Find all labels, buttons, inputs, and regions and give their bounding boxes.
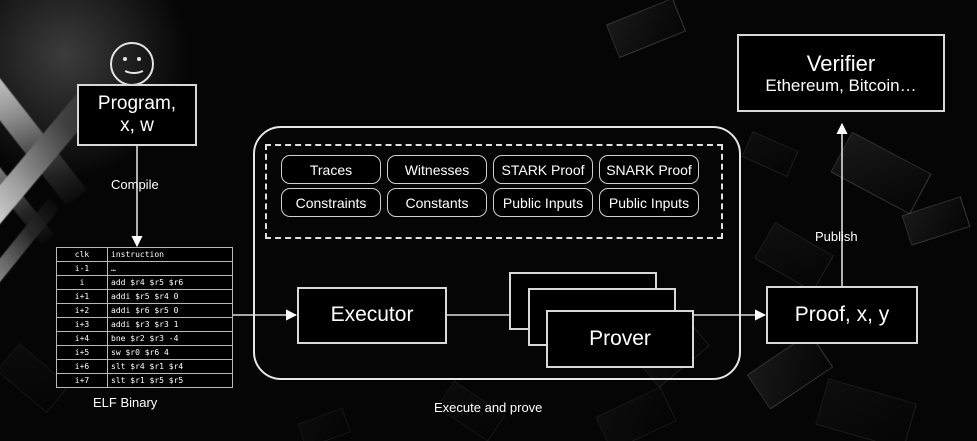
program-subtitle: x, w <box>120 115 154 136</box>
background-shard <box>901 196 971 246</box>
executor-node[interactable]: Executor <box>297 287 447 344</box>
smiley-face-icon <box>110 42 154 86</box>
program-title: Program, <box>97 93 177 115</box>
cell-instruction: slt $r1 $r5 $r5 <box>107 373 233 388</box>
artifact-pill-public-inputs-snark[interactable]: Public Inputs <box>599 188 699 217</box>
compile-label: Compile <box>111 177 159 192</box>
background-shard <box>605 0 687 59</box>
background-shard <box>595 386 677 441</box>
smiley-eye-left-icon <box>123 57 127 61</box>
table-header-clk: clk <box>56 247 108 262</box>
artifact-pill-label: Public Inputs <box>608 194 690 211</box>
table-header-instruction: instruction <box>107 247 233 262</box>
artifacts-dashed-region <box>265 144 723 239</box>
cell-clk: i+7 <box>56 373 108 388</box>
cell-instruction: bne $r2 $r3 -4 <box>107 331 233 346</box>
background-chevron-lower-inner <box>0 198 61 325</box>
cell-instruction: addi $r5 $r4 0 <box>107 289 233 304</box>
artifact-pill-label: Constants <box>405 194 469 211</box>
background-shard <box>741 131 799 177</box>
artifact-pill-label: Public Inputs <box>502 194 584 211</box>
background-chevron-upper <box>0 40 87 206</box>
cell-clk: i <box>56 275 108 290</box>
table-row[interactable]: i+3 addi $r3 $r3 1 <box>56 317 233 332</box>
verifier-title: Verifier <box>806 50 876 76</box>
elf-binary-label: ELF Binary <box>93 395 158 410</box>
cell-clk: i+1 <box>56 289 108 304</box>
proof-label: Proof, x, y <box>794 302 890 326</box>
program-node[interactable]: Program, x, w <box>77 84 197 146</box>
artifact-pill-label: Constraints <box>295 194 367 211</box>
execute-and-prove-label: Execute and prove <box>434 400 543 415</box>
verifier-node[interactable]: Verifier Ethereum, Bitcoin… <box>737 34 945 112</box>
artifact-pill-label: SNARK Proof <box>606 161 692 178</box>
execute-and-prove-container <box>253 126 741 380</box>
table-row[interactable]: i-1 … <box>56 261 233 276</box>
smiley-eye-right-icon <box>137 57 141 61</box>
background-shard <box>297 407 351 441</box>
cell-clk: i+3 <box>56 317 108 332</box>
prover-label: Prover <box>589 326 651 350</box>
background-chevron-upper-inner <box>0 118 55 245</box>
artifact-pill-label: Traces <box>309 161 353 178</box>
artifact-pill-label: STARK Proof <box>501 161 585 178</box>
cell-instruction: sw $r0 $r6 4 <box>107 345 233 360</box>
table-row[interactable]: i+4 bne $r2 $r3 -4 <box>56 331 233 346</box>
background-shard <box>815 378 917 441</box>
artifact-pill-traces[interactable]: Traces <box>281 155 381 184</box>
artifact-pill-stark-proof[interactable]: STARK Proof <box>493 155 593 184</box>
cell-instruction: slt $r4 $r1 $r4 <box>107 359 233 374</box>
cell-instruction: addi $r6 $r5 0 <box>107 303 233 318</box>
proof-node[interactable]: Proof, x, y <box>766 286 918 344</box>
table-row[interactable]: i+7 slt $r1 $r5 $r5 <box>56 373 233 388</box>
cell-clk: i+6 <box>56 359 108 374</box>
publish-label: Publish <box>815 229 858 244</box>
table-body: i-1 … i add $r4 $r5 $r6 i+1 addi $r5 $r4… <box>56 261 233 388</box>
artifact-pill-public-inputs-stark[interactable]: Public Inputs <box>493 188 593 217</box>
cell-clk: i+4 <box>56 331 108 346</box>
artifact-pill-snark-proof[interactable]: SNARK Proof <box>599 155 699 184</box>
artifact-pill-label: Witnesses <box>404 161 470 178</box>
cell-clk: i-1 <box>56 261 108 276</box>
table-row[interactable]: i+6 slt $r4 $r1 $r4 <box>56 359 233 374</box>
elf-binary-table[interactable]: clk instruction i-1 … i add $r4 $r5 $r6 … <box>56 247 233 388</box>
artifact-pill-constraints[interactable]: Constraints <box>281 188 381 217</box>
verifier-subtitle: Ethereum, Bitcoin… <box>765 75 917 95</box>
background-shard <box>830 131 932 215</box>
table-row[interactable]: i add $r4 $r5 $r6 <box>56 275 233 290</box>
table-row[interactable]: i+2 addi $r6 $r5 0 <box>56 303 233 318</box>
prover-node[interactable]: Prover <box>546 310 694 368</box>
cell-instruction: add $r4 $r5 $r6 <box>107 275 233 290</box>
cell-instruction: addi $r3 $r3 1 <box>107 317 233 332</box>
table-row[interactable]: i+1 addi $r5 $r4 0 <box>56 289 233 304</box>
table-row[interactable]: i+5 sw $r0 $r6 4 <box>56 345 233 360</box>
table-header-row: clk instruction <box>56 247 233 262</box>
artifact-pill-constants[interactable]: Constants <box>387 188 487 217</box>
cell-instruction: … <box>107 261 233 276</box>
executor-label: Executor <box>330 303 414 327</box>
cell-clk: i+2 <box>56 303 108 318</box>
smiley-mouth-icon <box>122 61 146 74</box>
artifact-pill-witnesses[interactable]: Witnesses <box>387 155 487 184</box>
cell-clk: i+5 <box>56 345 108 360</box>
